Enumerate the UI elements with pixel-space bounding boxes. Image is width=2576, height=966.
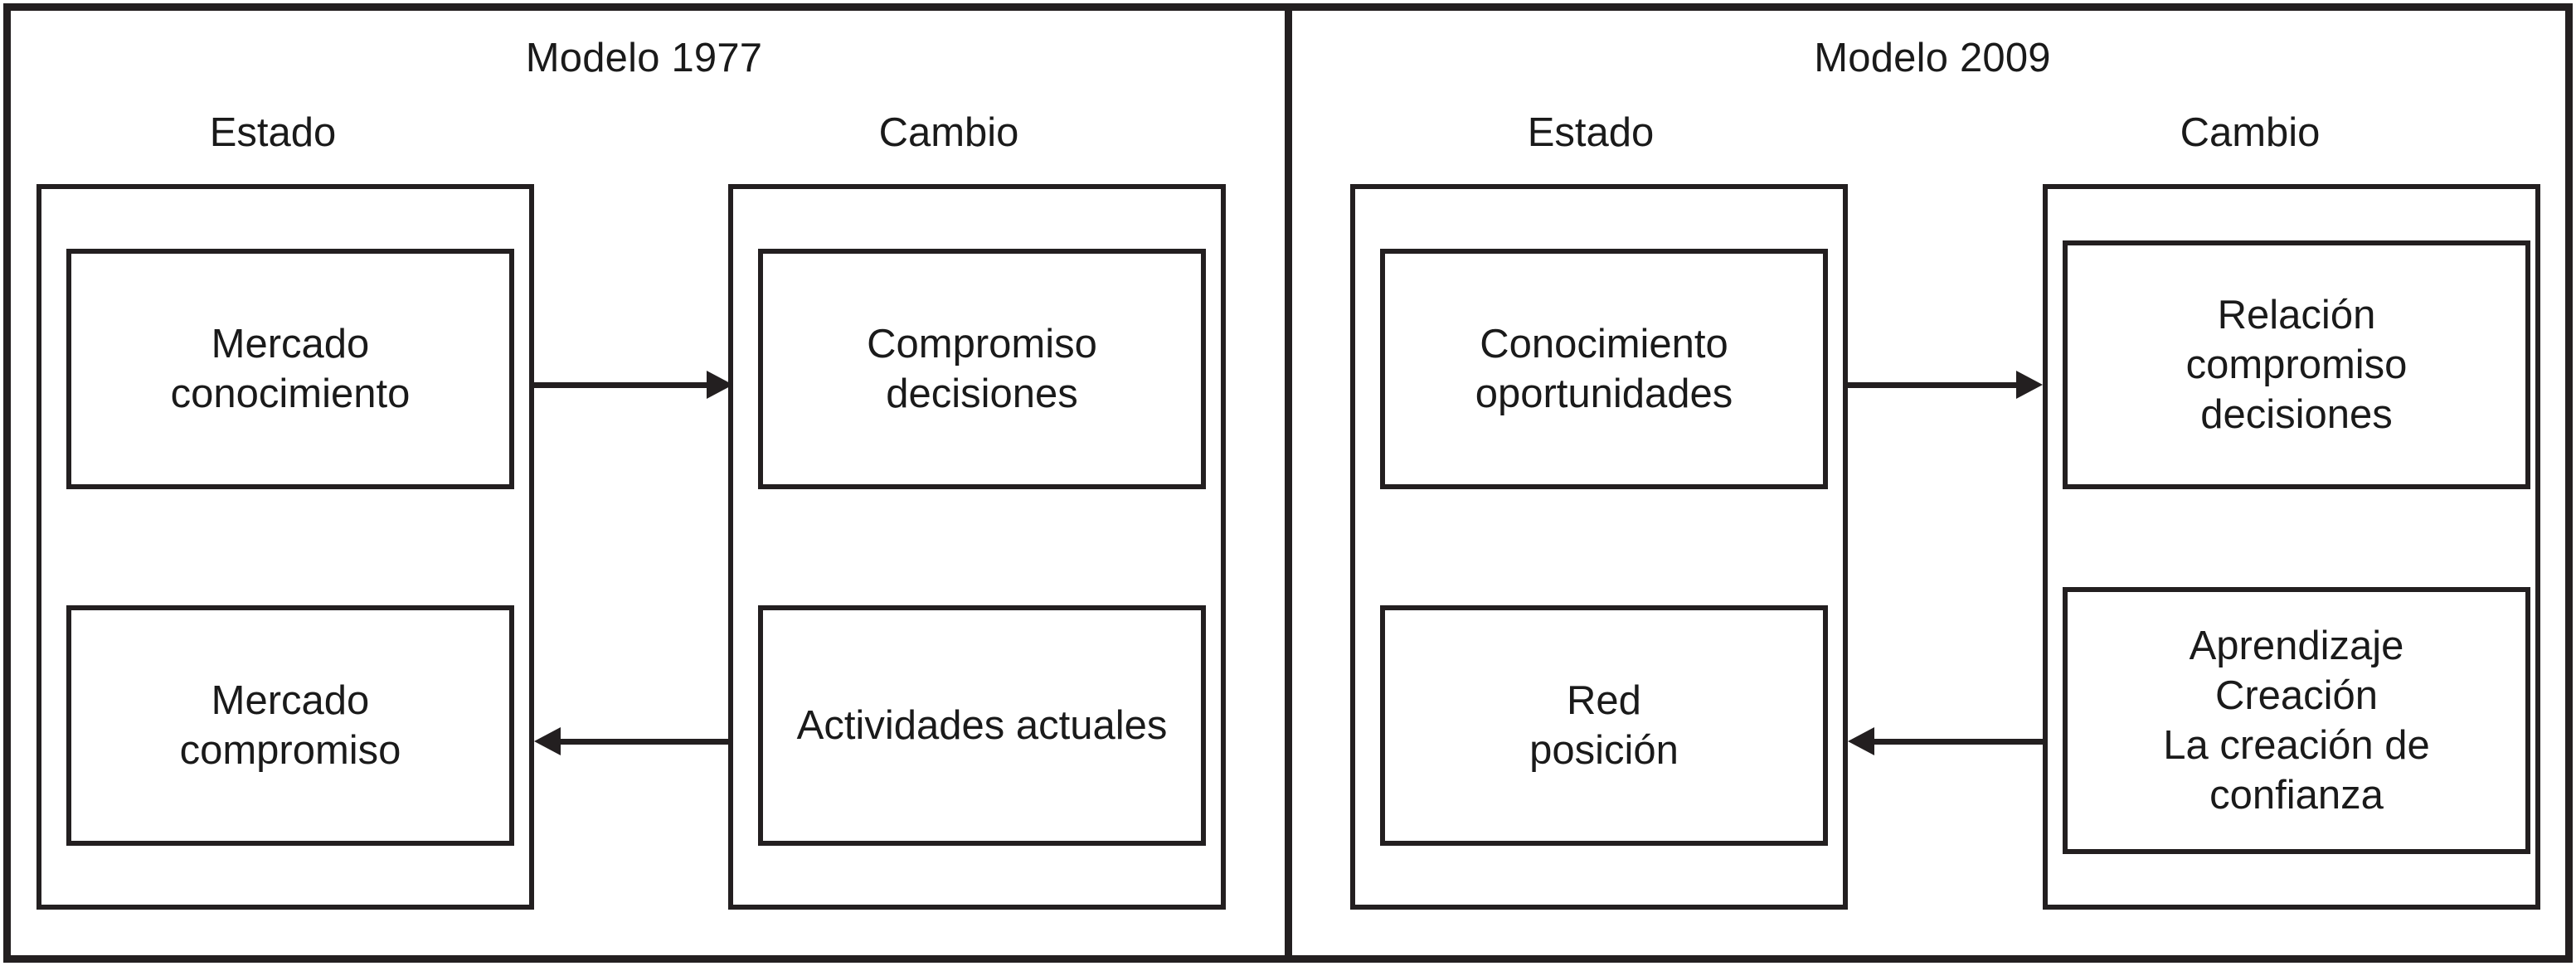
arrow-shaft (1848, 382, 2019, 388)
panel-modelo-1977: Modelo 1977 Estado Cambio Mercado conoci… (3, 3, 1285, 963)
arrow-head-left-icon (534, 727, 561, 755)
arrow-shaft (1871, 739, 2043, 745)
node-relacion-compromiso-decisiones[interactable]: Relación compromiso decisiones (2063, 240, 2530, 489)
column-header-estado-2009: Estado (1527, 110, 1655, 155)
arrow-estado-to-cambio-2009 (1848, 371, 2043, 399)
arrow-shaft (534, 382, 710, 388)
node-actividades-actuales[interactable]: Actividades actuales (758, 605, 1206, 846)
node-label-compromiso-decisiones: Compromiso decisiones (867, 322, 1097, 416)
column-header-cambio-1977: Cambio (878, 110, 1019, 155)
node-red-posicion[interactable]: Red posición (1380, 605, 1828, 846)
panel-divider (1285, 3, 1292, 963)
column-header-estado-1977: Estado (209, 110, 337, 155)
panel-title-modelo-2009: Modelo 2009 (1814, 36, 2051, 80)
node-label-red-posicion: Red posición (1529, 678, 1679, 773)
arrow-shaft (557, 739, 733, 745)
node-aprendizaje-creacion-confianza[interactable]: Aprendizaje Creación La creación de conf… (2063, 587, 2530, 854)
arrow-head-right-icon (2016, 371, 2043, 399)
panel-title-modelo-1977: Modelo 1977 (525, 36, 763, 80)
node-label-mercado-conocimiento: Mercado conocimiento (170, 322, 411, 416)
group-box-estado-1977: Mercado conocimiento Mercado compromiso (36, 184, 534, 910)
node-conocimiento-oportunidades[interactable]: Conocimiento oportunidades (1380, 249, 1828, 489)
panel-modelo-2009: Modelo 2009 Estado Cambio Conocimiento o… (1292, 3, 2573, 963)
column-header-cambio-2009: Cambio (2180, 110, 2321, 155)
node-label-mercado-compromiso: Mercado compromiso (179, 678, 401, 773)
group-box-cambio-1977: Compromiso decisiones Actividades actual… (728, 184, 1226, 910)
node-label-conocimiento-oportunidades: Conocimiento oportunidades (1475, 322, 1733, 416)
arrow-cambio-to-estado-2009 (1848, 727, 2043, 755)
node-mercado-compromiso[interactable]: Mercado compromiso (66, 605, 514, 846)
group-box-estado-2009: Conocimiento oportunidades Red posición (1350, 184, 1848, 910)
group-box-cambio-2009: Relación compromiso decisiones Aprendiza… (2043, 184, 2540, 910)
node-compromiso-decisiones[interactable]: Compromiso decisiones (758, 249, 1206, 489)
node-label-actividades-actuales: Actividades actuales (796, 703, 1168, 748)
arrow-head-left-icon (1848, 727, 1874, 755)
arrow-head-right-icon (707, 371, 733, 399)
arrow-estado-to-cambio-1977 (534, 371, 733, 399)
node-mercado-conocimiento[interactable]: Mercado conocimiento (66, 249, 514, 489)
node-label-aprendizaje-creacion-confianza: Aprendizaje Creación La creación de conf… (2163, 624, 2430, 818)
arrow-cambio-to-estado-1977 (534, 727, 733, 755)
node-label-relacion-compromiso-decisiones: Relación compromiso decisiones (2185, 293, 2408, 437)
